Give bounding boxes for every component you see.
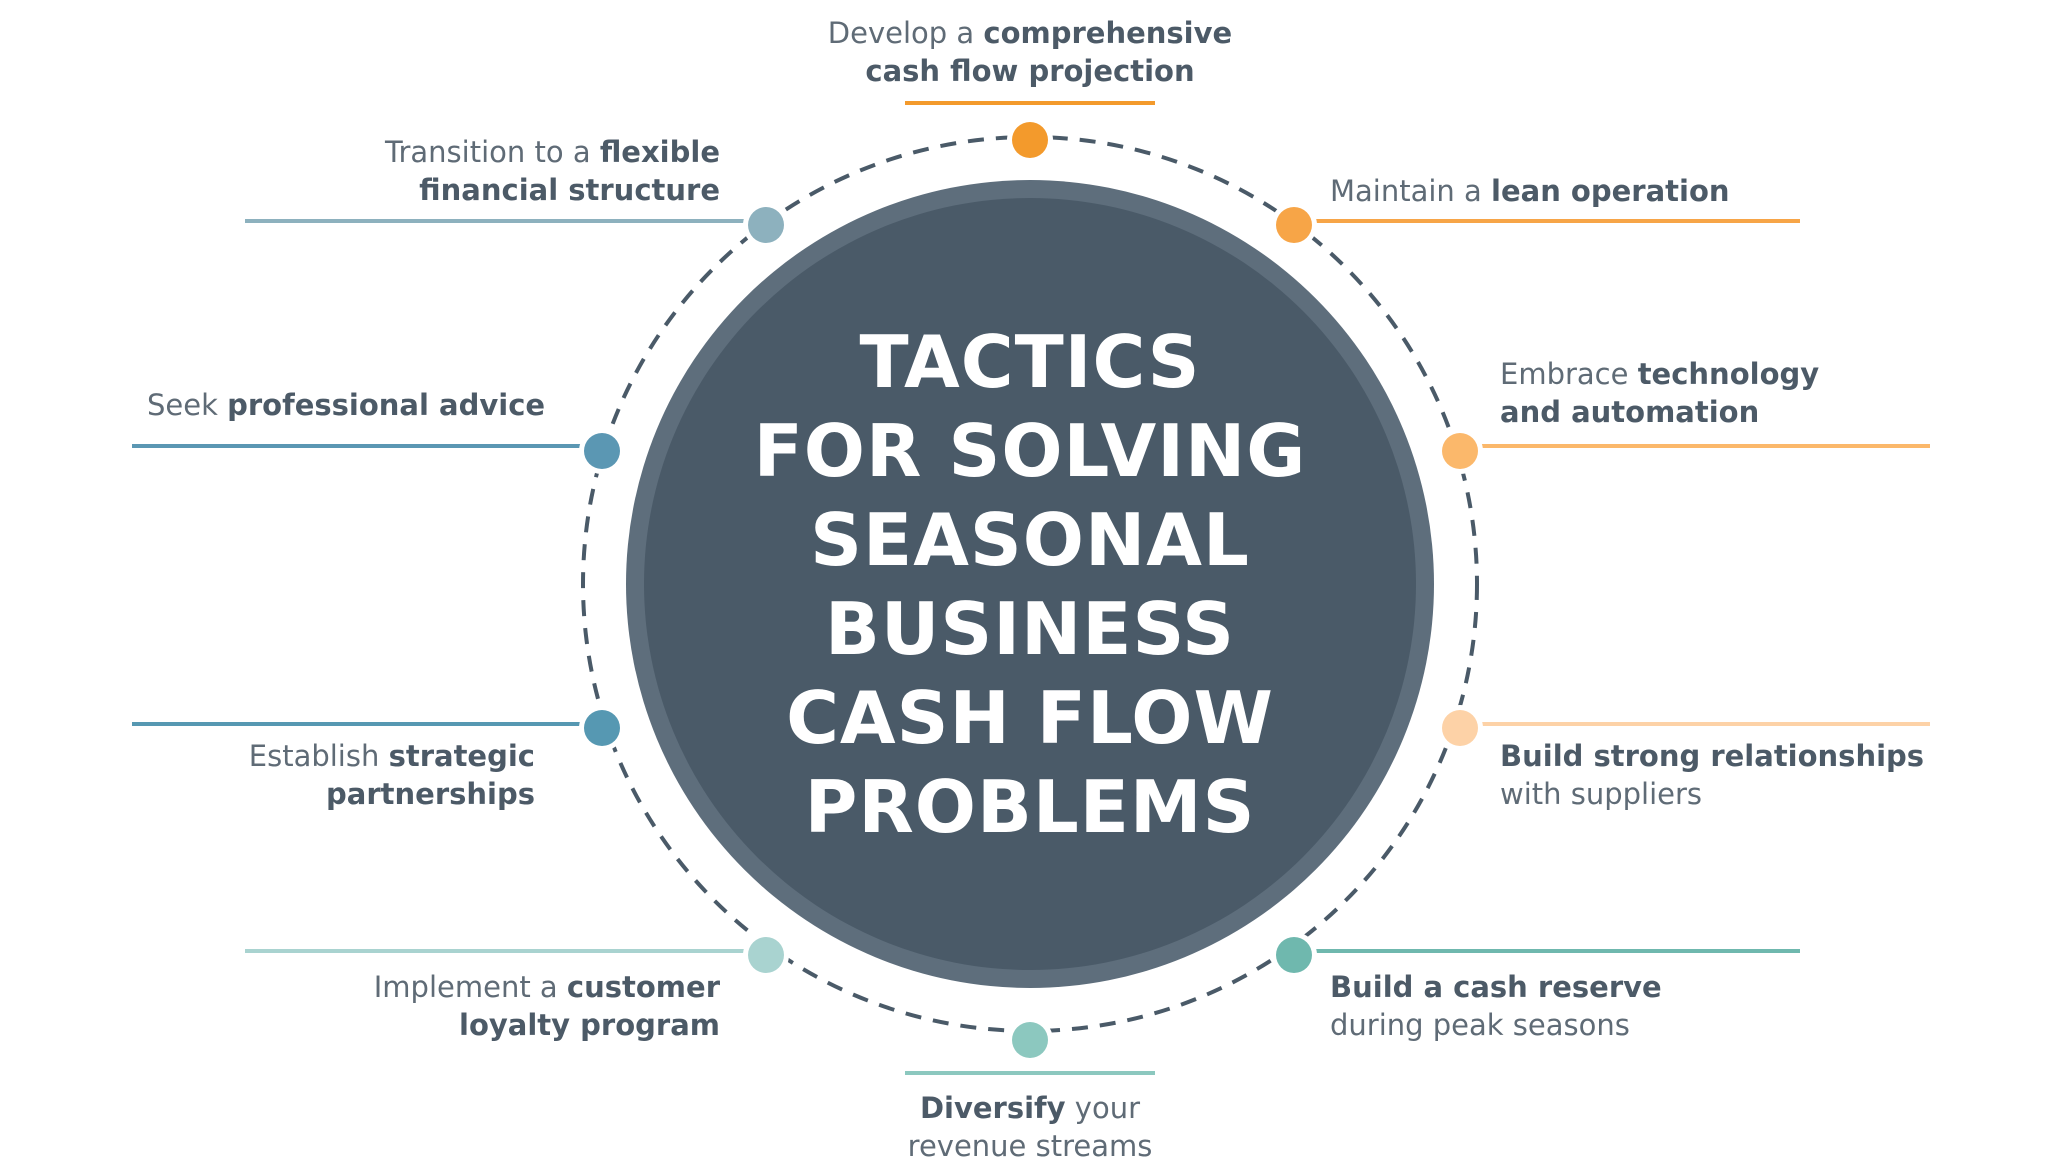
node-dot-lean-operation — [1276, 207, 1312, 243]
tactic-label-cash-reserve: Build a cash reserve during peak seasons — [1330, 970, 1662, 1042]
node-dot-flexible-structure — [748, 207, 784, 243]
node-dots — [579, 117, 1483, 1063]
node-dot-cash-flow-projection — [1012, 122, 1048, 158]
center-title: TACTICS FOR SOLVING SEASONAL BUSINESS CA… — [730, 318, 1330, 852]
node-dot-customer-loyalty — [748, 937, 784, 973]
title-line: SEASONAL — [810, 498, 1250, 582]
tactic-label-lean-operation: Maintain a lean operation — [1330, 174, 1730, 208]
tactic-label-cash-flow-projection: Develop a comprehensive cash flow projec… — [827, 16, 1233, 88]
tactic-label-customer-loyalty: Implement a customer loyalty program — [373, 970, 720, 1042]
node-dot-professional-advice — [584, 433, 620, 469]
node-dot-diversify-revenue — [1012, 1022, 1048, 1058]
tactic-label-flexible-structure: Transition to a flexible financial struc… — [385, 135, 720, 207]
node-dot-supplier-relationships — [1442, 710, 1478, 746]
title-line: FOR SOLVING — [753, 409, 1307, 493]
title-line: CASH FLOW — [786, 676, 1274, 760]
tactic-label-professional-advice: Seek professional advice — [147, 388, 546, 422]
tactic-label-strategic-partnerships: Establish strategic partnerships — [248, 739, 535, 811]
connector-lines — [132, 101, 1930, 1075]
node-dot-technology-automation — [1442, 433, 1478, 469]
title-line: PROBLEMS — [804, 765, 1256, 849]
node-dot-cash-reserve — [1276, 937, 1312, 973]
center-circle — [644, 198, 1416, 970]
tactic-label-supplier-relationships: Build strong relationships with supplier… — [1500, 739, 1925, 811]
node-dot-strategic-partnerships — [584, 710, 620, 746]
tactic-label-diversify-revenue: Diversify your revenue streams — [907, 1091, 1153, 1163]
title-line: BUSINESS — [825, 587, 1235, 671]
title-line: TACTICS — [859, 320, 1201, 404]
tactic-label-technology-automation: Embrace technology and automation — [1500, 357, 1820, 429]
